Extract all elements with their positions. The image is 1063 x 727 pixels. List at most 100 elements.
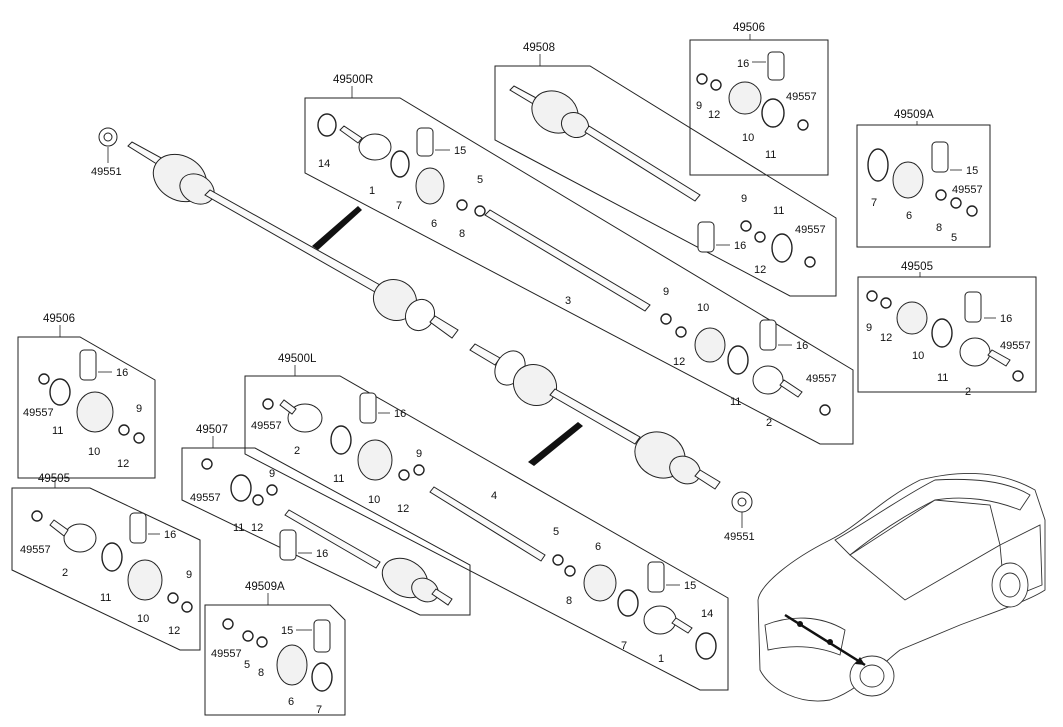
frame-49500L: [244, 375, 729, 691]
label-49508-49557: 49557: [795, 224, 826, 236]
group-49500R-parts: [317, 113, 831, 416]
label-49508-16: 16: [734, 240, 746, 252]
group-label-49506-left: 49506: [43, 313, 75, 325]
frame-49509A-bottom: [204, 604, 346, 716]
label-49505-right-10: 10: [912, 350, 924, 362]
group-49508-parts: [509, 85, 816, 268]
label-49506-left-9: 9: [136, 403, 142, 415]
label-8: 8: [459, 228, 465, 240]
label-49506-left-11: 11: [52, 425, 63, 437]
label-49557: 49557: [806, 373, 837, 385]
label-49507-16: 16: [316, 548, 328, 560]
label-3: 3: [565, 295, 571, 307]
label-49500L-1: 1: [658, 653, 664, 665]
label-49505-left-2: 2: [62, 567, 68, 579]
label-49509A-bottom-15: 15: [281, 625, 293, 637]
label-49506-left-12: 12: [117, 458, 129, 470]
frame-49506-top: [689, 39, 829, 176]
label-49505-right-11: 11: [937, 372, 948, 384]
group-49506-left-parts: [38, 349, 145, 444]
label-49500L-14: 14: [701, 608, 713, 620]
group-49505-right-parts: [866, 290, 1024, 382]
label-49507-49557: 49557: [190, 492, 221, 504]
label-49509A-top-5: 5: [951, 232, 957, 244]
label-12: 12: [673, 356, 685, 368]
label-49506-left-49557: 49557: [23, 407, 54, 419]
label-49505-left-10: 10: [137, 613, 149, 625]
label-49500L-9: 9: [416, 448, 422, 460]
group-label-49500R: 49500R: [333, 74, 373, 86]
label-49506-left-16: 16: [116, 367, 128, 379]
label-49506-top-12: 12: [708, 109, 720, 121]
label-49509A-top-49557: 49557: [952, 184, 983, 196]
main-shaft-lower: [469, 343, 753, 513]
label-49505-left-12: 12: [168, 625, 180, 637]
group-label-49505-right: 49505: [901, 261, 933, 273]
label-49500L-8: 8: [566, 595, 572, 607]
label-49505-right-9: 9: [866, 322, 872, 334]
label-16: 16: [796, 340, 808, 352]
label-49500L-7: 7: [621, 640, 627, 652]
label-49500L-16: 16: [394, 408, 406, 420]
label-49508-12: 12: [754, 264, 766, 276]
label-49500L-6: 6: [595, 541, 601, 553]
frame-49507: [181, 447, 471, 616]
label-49505-right-49557: 49557: [1000, 340, 1031, 352]
label-49509A-bottom-5: 5: [244, 659, 250, 671]
label-14: 14: [318, 158, 330, 170]
group-label-49505-left: 49505: [38, 473, 70, 485]
frame-49505-left: [11, 487, 201, 651]
label-49506-top-11: 11: [765, 149, 776, 161]
label-49500L-12: 12: [397, 503, 409, 515]
pointer-wedge-lower: [528, 422, 583, 466]
label-2: 2: [766, 417, 772, 429]
group-49506-top-parts: [696, 51, 809, 131]
label-49505-left-11: 11: [100, 592, 111, 604]
group-49507-parts: [201, 458, 453, 606]
label-49500L-10: 10: [368, 494, 380, 506]
label-49500L-49557: 49557: [251, 420, 282, 432]
label-15: 15: [454, 145, 466, 157]
label-49500L-5: 5: [553, 526, 559, 538]
label-49506-top-16: 16: [737, 58, 749, 70]
label-5: 5: [477, 174, 483, 186]
label-49505-left-16: 16: [164, 529, 176, 541]
label-49509A-top-15: 15: [966, 165, 978, 177]
frame-49508: [494, 65, 837, 297]
label-49508-11: 11: [773, 205, 784, 217]
label-49505-left-49557: 49557: [20, 544, 51, 556]
frame-49509A-top: [856, 124, 991, 248]
label-49509A-bottom-6: 6: [288, 696, 294, 708]
group-label-49500L: 49500L: [278, 353, 317, 365]
label-49508-9: 9: [741, 193, 747, 205]
frame-49505-right: [857, 276, 1037, 393]
label-49509A-top-6: 6: [906, 210, 912, 222]
label-6: 6: [431, 218, 437, 230]
label-49500L-11: 11: [333, 473, 344, 485]
pointer-wedge-upper: [312, 206, 362, 250]
label-49509A-bottom-49557: 49557: [211, 648, 242, 660]
group-label-49509A-top: 49509A: [894, 109, 934, 121]
label-49506-top-49557: 49557: [786, 91, 817, 103]
label-49500L-4: 4: [491, 490, 497, 502]
label-49506-left-10: 10: [88, 446, 100, 458]
label-49506-top-10: 10: [742, 132, 754, 144]
label-49551-top: 49551: [91, 166, 122, 178]
label-49505-right-16: 16: [1000, 313, 1012, 325]
label-49505-right-2: 2: [965, 386, 971, 398]
label-49509A-bottom-8: 8: [258, 667, 264, 679]
main-shaft-upper: [98, 127, 459, 339]
label-49509A-top-7: 7: [871, 197, 877, 209]
label-10: 10: [697, 302, 709, 314]
label-1: 1: [369, 185, 375, 197]
label-9: 9: [663, 286, 669, 298]
label-49506-top-9: 9: [696, 100, 702, 112]
label-49500L-15: 15: [684, 580, 696, 592]
group-49500L-parts: [262, 392, 717, 660]
label-49500L-2: 2: [294, 445, 300, 457]
group-label-49506-top: 49506: [733, 22, 765, 34]
car-illustration: [757, 472, 1046, 702]
label-49509A-bottom-7: 7: [316, 704, 322, 716]
group-label-49509A-bottom: 49509A: [245, 581, 285, 593]
label-49507-12: 12: [251, 522, 263, 534]
